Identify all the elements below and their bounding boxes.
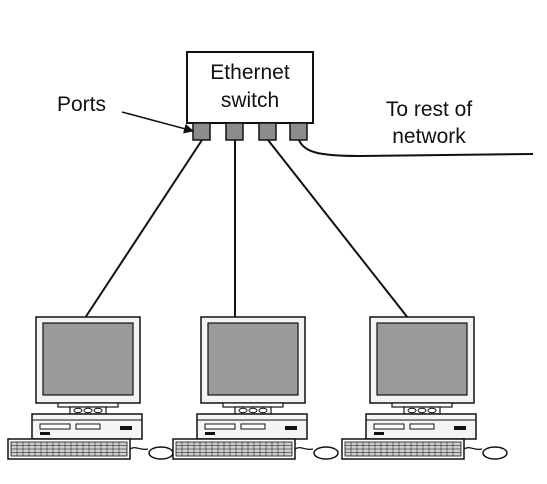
- switch-label-line2: switch: [220, 89, 280, 112]
- computer-1: [7, 316, 174, 460]
- uplink-label-line1: To rest of: [385, 98, 473, 121]
- switch-port-1: [192, 122, 211, 141]
- cable-port3-computer3: [267, 139, 409, 319]
- uplink-cable: [298, 139, 534, 158]
- switch-label-line1: Ethernet: [210, 61, 290, 84]
- computer-3: [341, 316, 508, 460]
- ports-pointer-arrow: [121, 111, 194, 134]
- ethernet-switch-box: [186, 51, 314, 124]
- cable-port1-computer1: [84, 139, 203, 319]
- switch-port-4: [289, 122, 308, 141]
- switch-port-2: [225, 122, 244, 141]
- computer-2: [172, 316, 339, 460]
- uplink-label-line2: network: [392, 125, 466, 148]
- ports-label: Ports: [57, 93, 107, 116]
- switch-port-3: [258, 122, 277, 141]
